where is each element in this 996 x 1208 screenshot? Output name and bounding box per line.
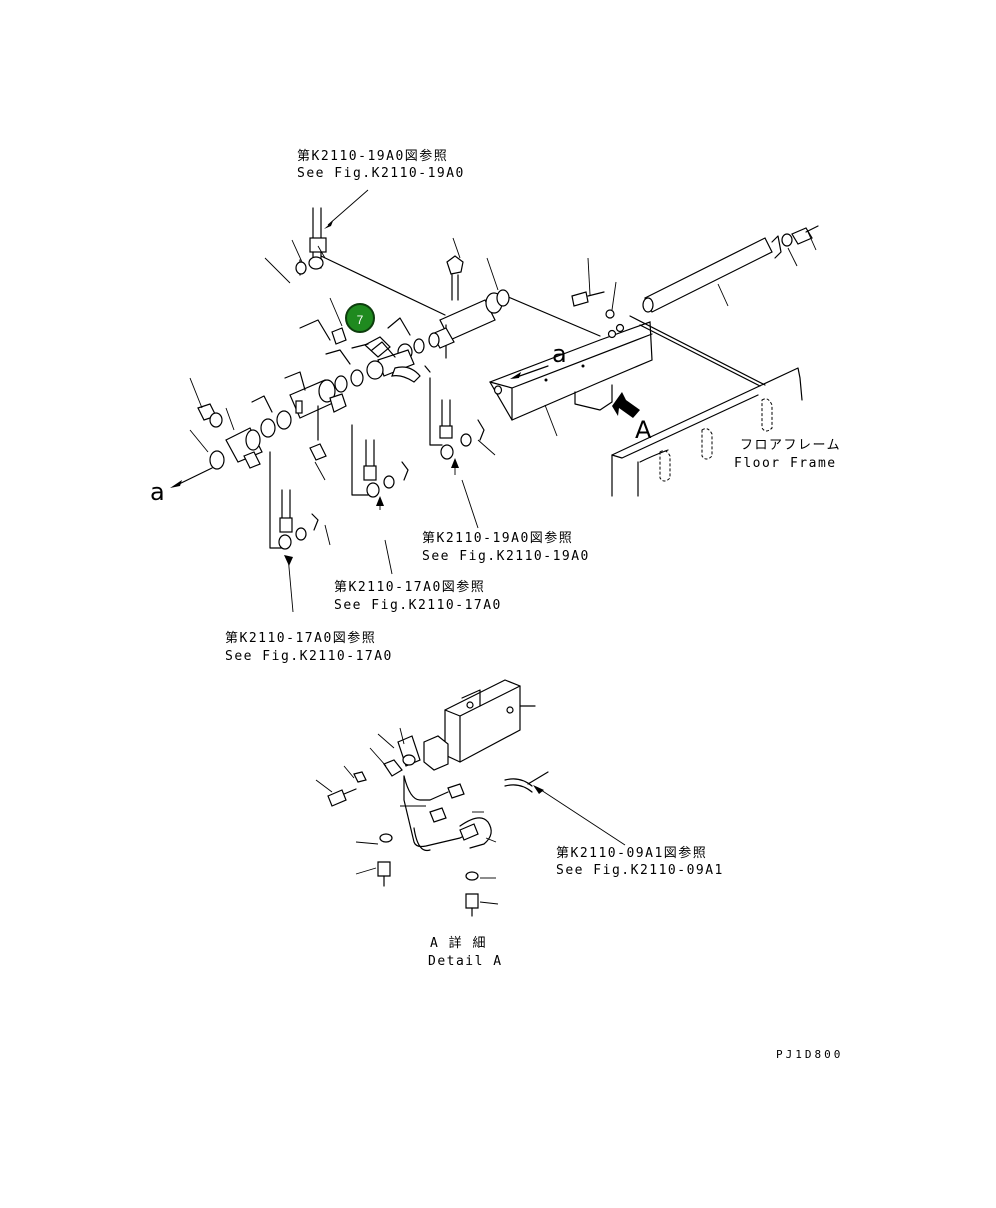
ref-mid-right-en: See Fig.K2110-19A0: [422, 549, 590, 564]
section-arrow-left: [170, 467, 213, 488]
detail-bracket: [423, 679, 536, 771]
left-pipe-assembly: [189, 371, 347, 481]
callout-marker[interactable]: 7: [345, 303, 375, 333]
ref-bottom-left-jp: 第K2110-17A0図参照: [225, 631, 377, 646]
elbow-fitting: [446, 237, 464, 301]
floor-frame-label-jp: フロアフレーム: [740, 438, 842, 453]
bracket-beam: [489, 321, 653, 437]
ref-mid-right-jp: 第K2110-19A0図参照: [422, 531, 574, 546]
upper-pipe: [264, 207, 446, 316]
ref-top-en: See Fig.K2110-19A0: [297, 166, 465, 181]
detail-parts: [315, 727, 549, 917]
lower-pipes: [269, 377, 496, 613]
floor-frame: [611, 367, 803, 497]
drawing-code: PJ1D800: [776, 1048, 844, 1061]
manifold: [439, 257, 601, 359]
leader-top-ref: [324, 189, 369, 229]
detail-title-en: Detail A: [428, 954, 503, 969]
ref-detail-en: See Fig.K2110-09A1: [556, 863, 724, 878]
center-fittings: [299, 297, 455, 393]
view-label-a: A: [635, 416, 652, 444]
leader-detail-ref: [533, 785, 626, 846]
floor-frame-label-en: Floor Frame: [734, 456, 837, 471]
ref-bottom-left-en: See Fig.K2110-17A0: [225, 649, 393, 664]
ref-detail-jp: 第K2110-09A1図参照: [556, 846, 708, 861]
view-arrow: [612, 392, 640, 418]
section-label-left: a: [150, 478, 165, 506]
ref-top-jp: 第K2110-19A0図参照: [297, 149, 449, 164]
ref-mid-en: See Fig.K2110-17A0: [334, 598, 502, 613]
section-label-right: a: [552, 340, 567, 368]
section-arrow-right: [510, 365, 549, 379]
ref-mid-jp: 第K2110-17A0図参照: [334, 580, 486, 595]
long-rod: [571, 225, 819, 387]
detail-title-jp: A 詳 細: [430, 936, 487, 951]
